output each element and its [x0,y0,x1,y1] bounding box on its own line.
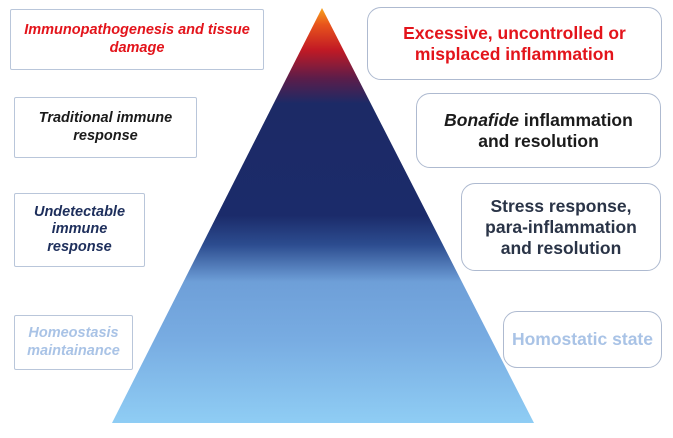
bonafide-rest: inflammation and resolution [478,109,633,151]
label-undetectable-immune-response: Undetectable immune response [14,193,145,267]
label-homeostasis-maintainance: Homeostasis maintainance [14,315,133,370]
bonafide-text: Bonafide inflammation and resolution [417,110,660,152]
label-excessive-inflammation: Excessive, uncontrolled or misplaced inf… [367,7,662,80]
label-traditional-immune-response: Traditional immune response [14,97,197,158]
label-immunopathogenesis: Immunopathogenesis and tissue damage [10,9,264,70]
label-homostatic-state: Homostatic state [503,311,662,368]
pyramid-triangle [112,8,534,423]
label-bonafide-inflammation: Bonafide inflammation and resolution [416,93,661,168]
label-stress-response: Stress response, para-inflammation and r… [461,183,661,271]
bonafide-emphasis: Bonafide [444,109,520,130]
